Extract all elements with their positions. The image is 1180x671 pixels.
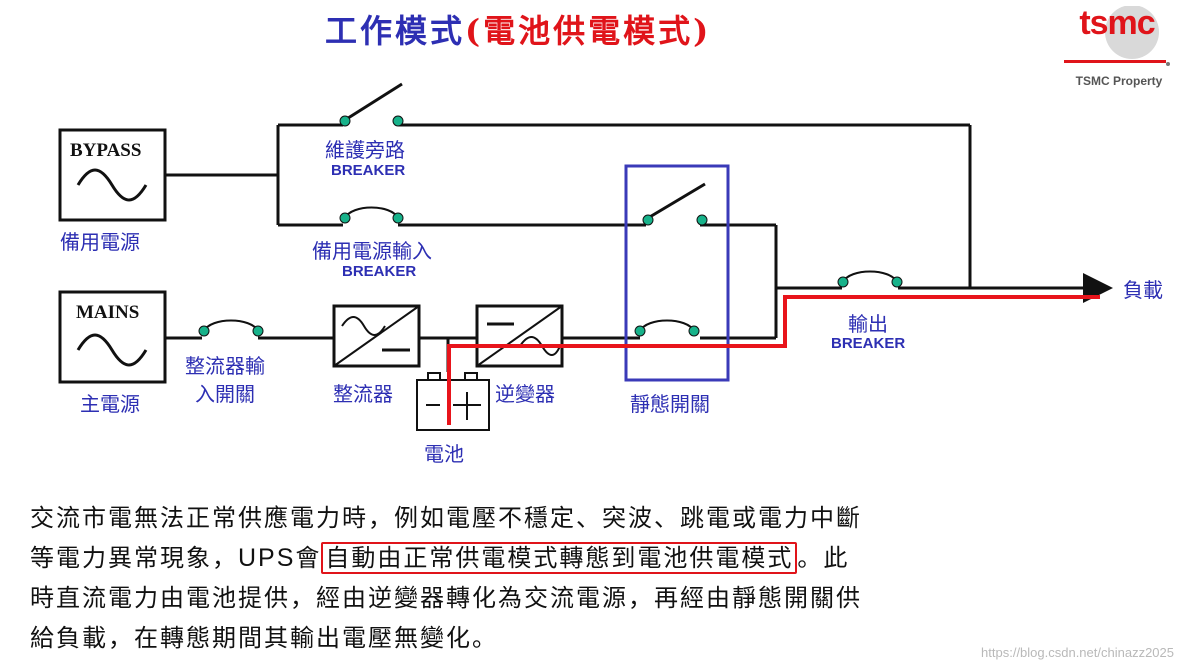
logo-wordmark: tsmc [1079, 4, 1155, 42]
static-switch-box [624, 164, 730, 382]
line2-pre: 等電力異常現象， [30, 544, 238, 572]
page-title: 工作模式(電池供電模式) [325, 6, 795, 52]
maint-bypass-switch [339, 82, 404, 127]
line2-post: 。此 [797, 544, 850, 572]
ups-term: UPS [238, 544, 296, 572]
battery-label: 電池 [424, 442, 464, 466]
output-breaker-label: BREAKER [831, 335, 906, 352]
bypass-source-box [58, 128, 167, 222]
rectifier-input-label-1: 整流器輸 [185, 354, 265, 378]
main-source-label: 主電源 [80, 392, 140, 416]
static-switch-label: 靜態開關 [630, 392, 710, 416]
description-line-1: 交流市電無法正常供應電力時，例如電壓不穩定、突波、跳電或電力中斷 [30, 504, 862, 532]
logo-caption: TSMC Property [1075, 74, 1163, 88]
line2-mid: 會 [295, 544, 322, 572]
description-line-2: 等電力異常現象，UPS會自動由正常供電模式轉態到電池供電模式。此 [30, 538, 1130, 578]
bypass-wiring [165, 123, 1113, 338]
title-mode: 工作模式 [325, 12, 466, 50]
maint-bypass-breaker-label: BREAKER [331, 162, 406, 179]
maint-bypass-label: 維護旁路 [325, 138, 405, 162]
rectifier-block [332, 304, 421, 368]
source-watermark: https://blog.csdn.net/chinazz2025 [981, 645, 1174, 660]
highlighted-phrase: 自動由正常供電模式轉態到電池供電模式 [321, 542, 798, 574]
rectifier-input-label-2: 入開關 [195, 382, 255, 406]
load-label: 負載 [1123, 278, 1163, 302]
static-switch-inverter [634, 319, 700, 337]
bypass-box-label: BYPASS [70, 140, 142, 161]
description-line-3: 時直流電力由電池提供，經由逆變器轉化為交流電源，再經由靜態開關供 [30, 584, 862, 612]
rectifier-input-breaker [198, 319, 264, 337]
inverter-block [475, 304, 564, 368]
tsmc-logo [1064, 6, 1170, 66]
inverter-label: 逆變器 [495, 382, 555, 406]
description-text: 交流市電無法正常供應電力時，例如電壓不穩定、突波、跳電或電力中斷 等電力異常現象… [30, 498, 1130, 658]
bypass-input-breaker [339, 206, 404, 224]
bypass-source-label: 備用電源 [60, 230, 140, 254]
static-switch-bypass [642, 182, 708, 226]
output-breaker [837, 270, 903, 288]
output-label: 輸出 [848, 312, 888, 336]
bypass-input-label: 備用電源輸入 [312, 239, 432, 263]
title-battery-mode: (電池供電模式) [465, 12, 712, 50]
ups-circuit-diagram [58, 82, 1113, 431]
rectifier-label: 整流器 [333, 382, 393, 406]
battery-power-path [447, 295, 1100, 425]
mains-box-label: MAINS [76, 302, 140, 323]
battery-block [416, 338, 490, 431]
bypass-input-breaker-label: BREAKER [342, 263, 417, 280]
description-line-4: 給負載，在轉態期間其輸出電壓無變化。 [30, 624, 498, 652]
